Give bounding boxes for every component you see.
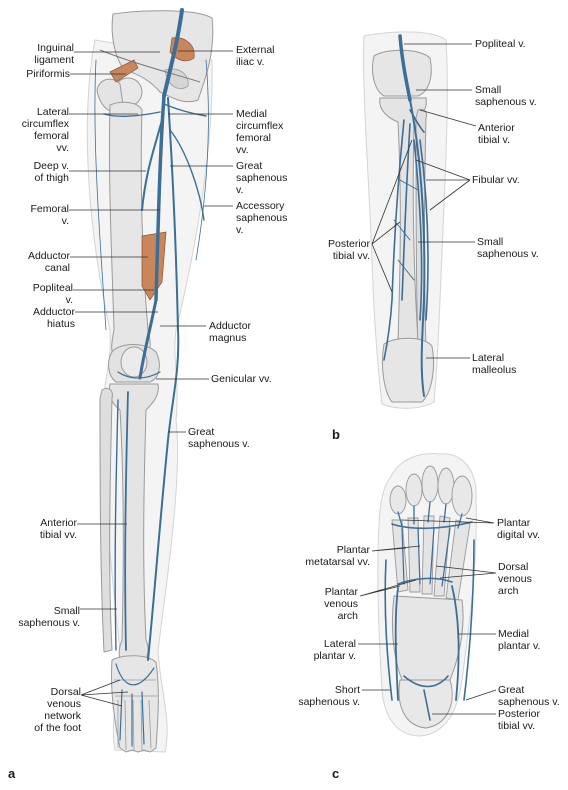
label-femoral-vein: Femoral v. bbox=[30, 203, 69, 227]
inguinal-ligament bbox=[99, 49, 201, 83]
label-c-medial-plantar-v: Medial plantar v. bbox=[498, 628, 541, 652]
panel-letter-a: a bbox=[8, 766, 16, 781]
label-popliteal-vein: Popliteal v. bbox=[32, 282, 73, 306]
label-adductor-hiatus: Adductor hiatus bbox=[32, 306, 75, 330]
panel-letter-b: b bbox=[332, 427, 340, 442]
label-external-iliac-v: External iliac v. bbox=[236, 44, 275, 68]
panel-a-leg-illustration bbox=[69, 8, 233, 753]
label-c-lateral-plantar-v: Lateral plantar v. bbox=[313, 638, 356, 662]
c-calcaneus bbox=[398, 679, 453, 729]
label-great-saphenous-v-2: Great saphenous v. bbox=[188, 426, 250, 450]
b-fibular-veins bbox=[413, 139, 429, 321]
c-short-saphenous-vein bbox=[384, 559, 393, 701]
toe-bones bbox=[114, 679, 157, 751]
label-inguinal-ligament: Inguinal ligament bbox=[34, 42, 74, 66]
label-b-posterior-tibial-vv: Posterior tibial vv. bbox=[327, 238, 370, 262]
label-b-anterior-tibial-v: Anterior tibial v. bbox=[478, 122, 515, 146]
piriformis-muscle bbox=[109, 59, 139, 83]
panel-b-leg-illustration bbox=[363, 31, 477, 409]
femoral-vein bbox=[154, 94, 166, 302]
b-anterior-tibial-vein bbox=[409, 109, 425, 133]
fibula-bone bbox=[99, 387, 113, 653]
label-dorsal-venous-network: Dorsal venous network of the foot bbox=[34, 686, 81, 734]
genicular-veins bbox=[117, 371, 161, 379]
label-great-saphenous-v: Great saphenous v. bbox=[236, 160, 288, 196]
c-dorsal-venous-arch bbox=[391, 521, 473, 530]
label-lateral-circumflex-femoral-vv: Lateral circumflex femoral vv. bbox=[21, 106, 69, 154]
small-saphenous-vein bbox=[114, 399, 119, 651]
accessory-saphenous-vein bbox=[169, 129, 205, 221]
label-b-small-saphenous-v-2: Small saphenous v. bbox=[477, 236, 539, 260]
external-iliac-vein bbox=[162, 8, 184, 98]
panel-letter-c: c bbox=[332, 766, 340, 781]
c-plantar-digital-veins bbox=[397, 501, 463, 529]
label-accessory-saphenous-v: Accessory saphenous v. bbox=[236, 200, 288, 236]
medial-circumflex-vein bbox=[163, 103, 207, 117]
label-c-plantar-metatarsal-vv: Plantar metatarsal vv. bbox=[305, 544, 370, 568]
c-posterior-tibial-veins bbox=[403, 675, 449, 721]
label-b-popliteal-v: Popliteal v. bbox=[475, 38, 526, 50]
label-adductor-magnus: Adductor magnus bbox=[209, 320, 252, 344]
c-plantar-venous-arch bbox=[397, 577, 453, 585]
panel-b-leader-lines bbox=[371, 43, 477, 359]
panel-c-veins bbox=[384, 501, 475, 721]
anterior-tibial-veins bbox=[124, 391, 129, 651]
label-deep-vein-of-thigh: Deep v. of thigh bbox=[33, 160, 69, 184]
label-c-plantar-venous-arch: Plantar venous arch bbox=[324, 586, 358, 622]
panel-a-veins bbox=[94, 8, 209, 747]
label-anterior-tibial-vv: Anterior tibial vv. bbox=[39, 517, 77, 541]
label-b-lateral-malleolus: Lateral malleolus bbox=[472, 352, 517, 376]
label-c-dorsal-venous-arch: Dorsal venous arch bbox=[498, 561, 532, 597]
panel-b-veins bbox=[383, 34, 429, 397]
c-medial-plantar-vein bbox=[451, 585, 460, 701]
c-lateral-plantar-vein bbox=[394, 587, 399, 701]
panel-a-leader-lines bbox=[69, 50, 233, 707]
popliteal-vein bbox=[138, 298, 158, 380]
panel-c-leader-lines bbox=[358, 517, 497, 715]
b-perforators bbox=[393, 179, 419, 281]
label-c-plantar-digital-vv: Plantar digital vv. bbox=[497, 517, 540, 541]
deep-vein-of-thigh bbox=[141, 119, 163, 211]
label-genicular-vv: Genicular vv. bbox=[211, 373, 272, 385]
label-medial-circumflex-femoral-vv: Medial circumflex femoral vv. bbox=[236, 108, 284, 156]
lateral-circumflex-vein bbox=[103, 111, 161, 117]
great-saphenous-vein bbox=[147, 97, 180, 661]
thin-branch-veins bbox=[94, 59, 209, 331]
label-small-saphenous-v: Small saphenous v. bbox=[18, 605, 80, 629]
b-small-saphenous-vein bbox=[409, 99, 426, 397]
label-piriformis: Piriformis bbox=[26, 68, 70, 80]
c-plantar-metatarsal-veins bbox=[401, 527, 451, 587]
b-posterior-tibial-veins bbox=[383, 119, 411, 361]
label-c-great-saphenous-v: Great saphenous v. bbox=[498, 684, 560, 708]
c-tarsal-bones bbox=[391, 595, 464, 681]
c-toe-bones bbox=[389, 465, 473, 517]
label-adductor-canal: Adductor canal bbox=[27, 250, 70, 274]
label-b-fibular-vv: Fibular vv. bbox=[472, 174, 520, 186]
label-b-small-saphenous-v: Small saphenous v. bbox=[475, 84, 537, 108]
b-femur-condyles bbox=[371, 49, 432, 97]
c-great-saphenous-vein bbox=[463, 539, 475, 701]
label-c-short-saphenous-v: Short saphenous v. bbox=[298, 684, 360, 708]
dorsal-venous-network bbox=[115, 663, 155, 747]
panel-c-foot-illustration bbox=[358, 453, 497, 737]
b-popliteal-vein bbox=[398, 34, 412, 102]
b-ankle-bones bbox=[381, 337, 435, 403]
label-c-posterior-tibial-vv: Posterior tibial vv. bbox=[498, 708, 541, 732]
